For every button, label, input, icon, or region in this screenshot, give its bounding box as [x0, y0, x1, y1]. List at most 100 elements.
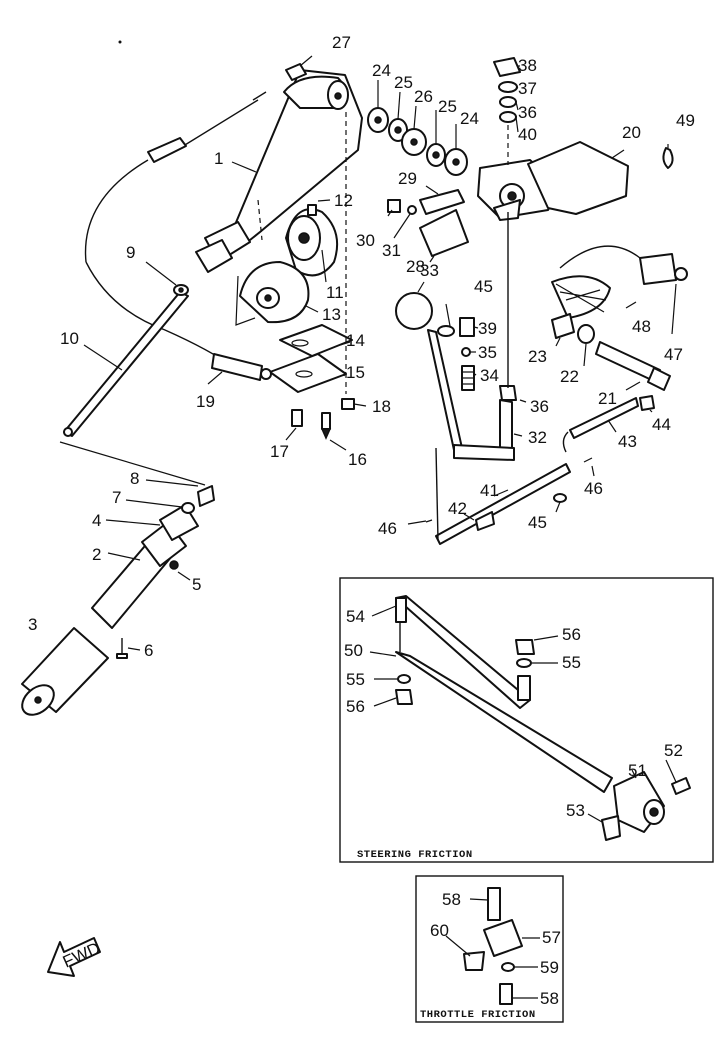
callout-label: 59 — [540, 958, 559, 977]
clip-part-49 — [662, 147, 674, 169]
callout-label: 11 — [326, 283, 344, 302]
washer-part-45 — [437, 325, 455, 337]
callout-label: 56 — [562, 625, 581, 644]
callout-label: 28 — [406, 257, 425, 276]
callout-label: 15 — [346, 363, 365, 382]
callout-label: 45 — [474, 277, 493, 296]
callout-label: 2 — [92, 545, 101, 564]
stop-switch-part-47 — [639, 253, 688, 285]
washer-part-45-b — [553, 493, 567, 503]
callout-label: 18 — [372, 397, 391, 416]
collar-part-39 — [459, 317, 475, 337]
callout-label: 4 — [92, 511, 101, 530]
leader-line — [59, 441, 206, 486]
callout-label: 24 — [460, 109, 479, 128]
block-part-57 — [483, 919, 523, 957]
nut-part-27 — [285, 63, 307, 81]
callout-label: 25 — [438, 97, 457, 116]
washer-part-24 — [367, 107, 389, 133]
callout-label: 6 — [144, 641, 153, 660]
callout-label: 31 — [382, 241, 401, 260]
callout-label: 46 — [584, 479, 603, 498]
screw-part-6 — [116, 638, 128, 659]
callout-label: 57 — [542, 928, 561, 947]
callout-label: 41 — [480, 481, 499, 500]
rod-part-10 — [63, 291, 189, 437]
callout-label: 5 — [192, 575, 201, 594]
link-rod-part-43 — [562, 397, 639, 453]
clip-part-46 — [425, 457, 593, 523]
callout-label: 21 — [598, 389, 617, 408]
bracket-plates-part-14-15 — [269, 324, 353, 393]
bolt-part-58-b — [499, 983, 513, 1005]
bracket-part-20 — [477, 141, 629, 221]
callout-label: 30 — [356, 231, 375, 250]
callout-label: 51 — [628, 761, 647, 780]
friction-plate-part-26 — [401, 128, 427, 156]
callout-label: 60 — [430, 921, 449, 940]
washer-part-25-b — [426, 143, 446, 167]
callout-label: 55 — [562, 653, 581, 672]
washer-part-22 — [577, 324, 595, 344]
spring-cover-part-11 — [285, 204, 338, 277]
callout-label: 47 — [664, 345, 683, 364]
callout-label: 38 — [518, 56, 537, 75]
nut-stack-part-36-40 — [493, 57, 521, 165]
screw-part-16 — [320, 412, 332, 440]
rod-part-41-42 — [435, 447, 571, 545]
washer-part-31 — [407, 205, 417, 215]
callout-label: 36 — [518, 103, 537, 122]
bolt-part-54 — [395, 597, 407, 623]
plate-part-29 — [419, 189, 465, 215]
nut-part-36-b — [499, 385, 517, 401]
callout-label: 33 — [420, 261, 439, 280]
callout-label: 53 — [566, 801, 585, 820]
callout-label: 23 — [528, 347, 547, 366]
lever-part-32 — [427, 329, 515, 461]
pin-part-5 — [169, 560, 179, 570]
bushing-part-23 — [551, 313, 575, 339]
callout-label: 26 — [414, 87, 433, 106]
washer-part-24-b — [444, 148, 468, 176]
screw-part-17 — [291, 409, 303, 427]
knob-part-33 — [395, 292, 433, 330]
ring-part-35 — [461, 347, 471, 357]
washer-part-59 — [501, 962, 515, 972]
washer-part-7 — [181, 502, 195, 514]
callout-label: 1 — [214, 149, 223, 168]
print-speck — [118, 40, 122, 44]
nut-part-56 — [395, 639, 535, 705]
washer-part-55 — [397, 658, 532, 684]
bolt-part-52 — [671, 777, 691, 795]
callout-label: 43 — [618, 432, 637, 451]
callout-label: 35 — [478, 343, 497, 362]
callout-label: 52 — [664, 741, 683, 760]
spring-part-8 — [197, 485, 215, 507]
callout-label: 45 — [528, 513, 547, 532]
callout-label: 32 — [528, 428, 547, 447]
callout-label: 12 — [334, 191, 353, 210]
callout-label: 19 — [196, 392, 215, 411]
fwd-arrow-icon: FWD — [47, 937, 103, 977]
wing-bolt-part-53 — [601, 815, 621, 841]
callout-label: 20 — [622, 123, 641, 142]
callout-label: 22 — [560, 367, 579, 386]
callout-label: 58 — [540, 989, 559, 1008]
callout-label: 36 — [530, 397, 549, 416]
callout-label: 27 — [332, 33, 351, 52]
throttle-friction-box — [415, 875, 564, 1023]
bolt-part-30 — [387, 199, 401, 213]
callout-label: 42 — [448, 499, 467, 518]
callout-labels: 1 2 3 4 5 6 7 8 9 10 11 12 13 14 15 16 1… — [28, 33, 695, 1008]
callout-label: 34 — [480, 366, 499, 385]
callout-label: 44 — [652, 415, 671, 434]
callout-label: 8 — [130, 469, 139, 488]
steering-friction-box — [339, 577, 714, 863]
callout-label: 56 — [346, 697, 365, 716]
friction-disc-part-13 — [235, 261, 310, 326]
wing-nut-part-60 — [463, 951, 485, 971]
bracket-part-51 — [613, 771, 665, 833]
callout-label: 10 — [60, 329, 79, 348]
callout-label: 55 — [346, 670, 365, 689]
